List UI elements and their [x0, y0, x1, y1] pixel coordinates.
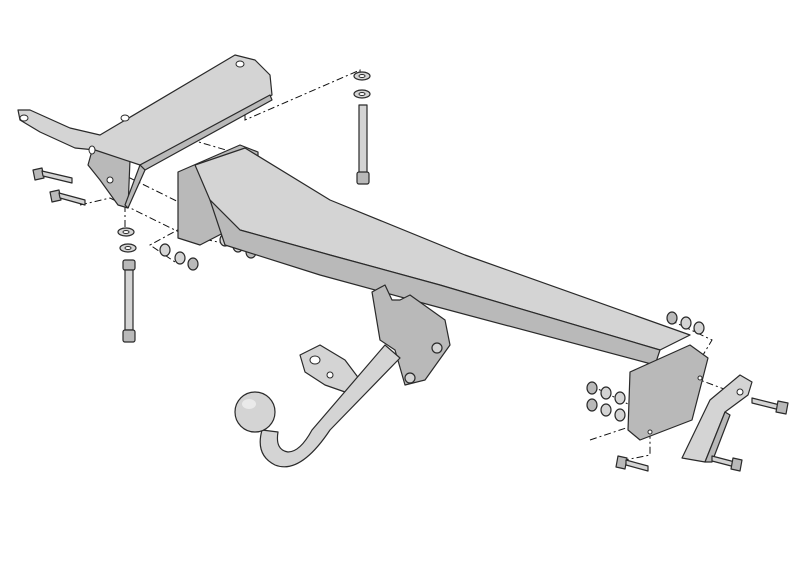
left-lower-bolt-set	[117, 227, 137, 343]
left-mounting-bracket	[17, 54, 273, 209]
main-crossbar	[177, 144, 709, 441]
left-upper-bolt-set	[353, 71, 371, 185]
right-mounting-bracket	[681, 374, 753, 463]
tow-ball-mount	[234, 284, 451, 468]
right-bolt-sets	[586, 311, 789, 472]
left-horizontal-bolts	[32, 167, 86, 206]
